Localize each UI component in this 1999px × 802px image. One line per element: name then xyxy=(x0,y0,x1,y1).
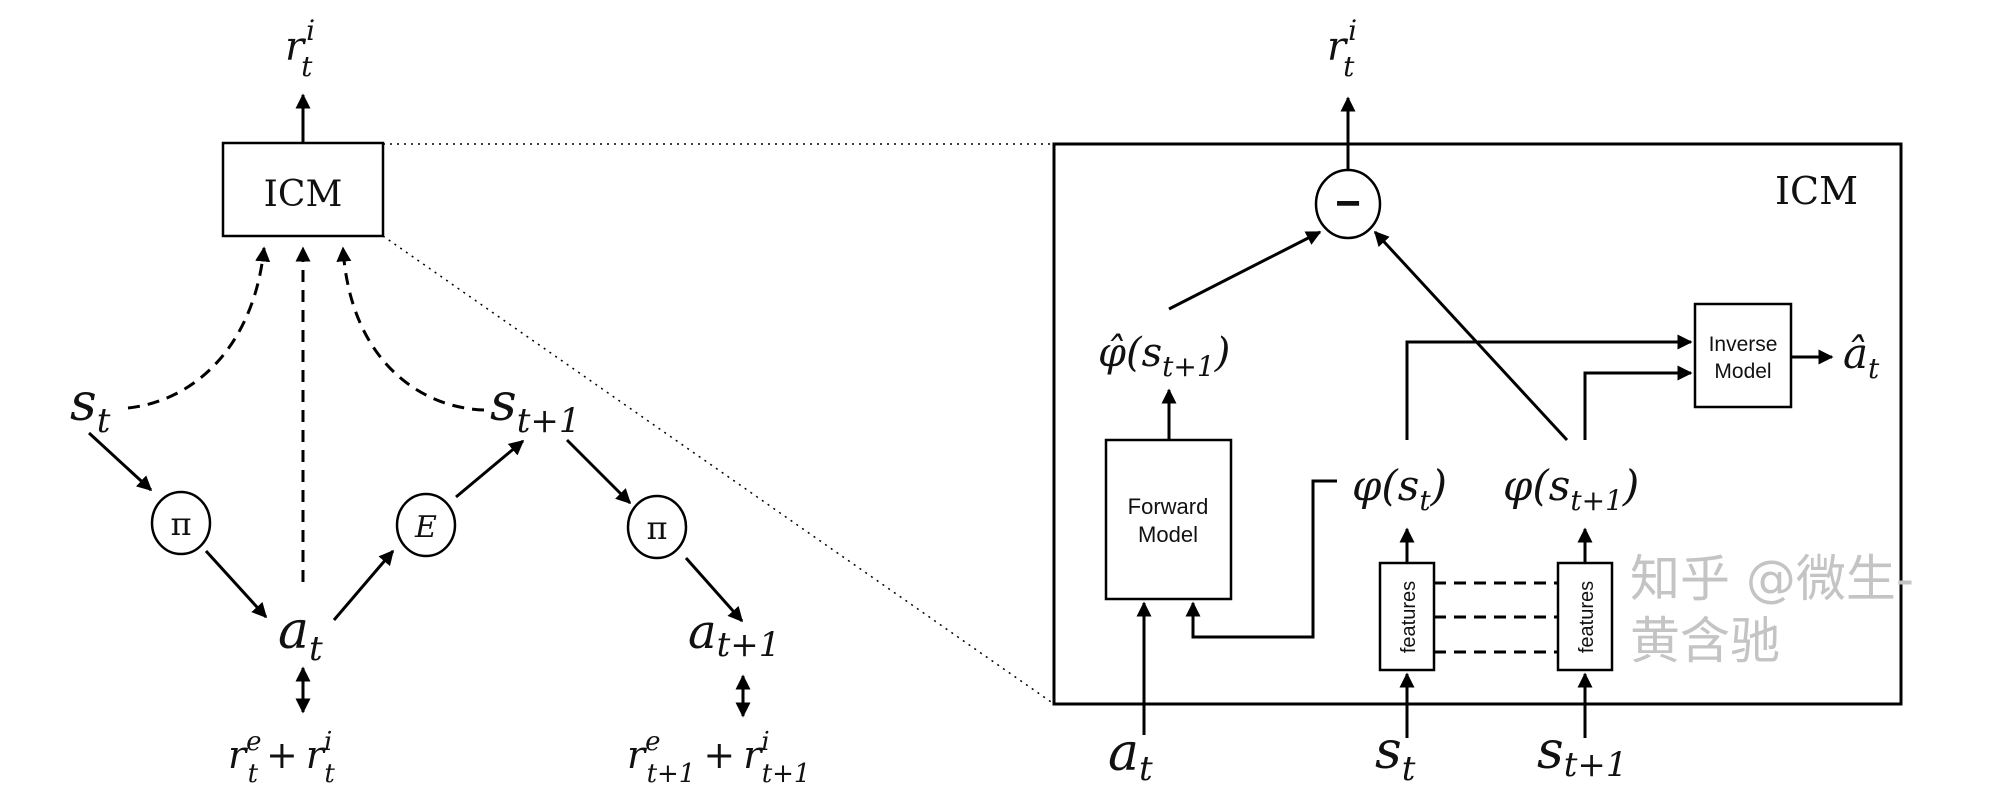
pi-symbol-1: π xyxy=(170,505,191,543)
right-s-t1-label: st+1 xyxy=(1537,721,1627,785)
phi-hat-to-minus-arrow xyxy=(1168,230,1322,311)
icm-box xyxy=(221,141,385,238)
policy-to-at1-arrow xyxy=(684,557,744,623)
forward-model-label-2: Model xyxy=(1138,522,1198,547)
left-s-t-label: st xyxy=(70,373,111,441)
subtract-node xyxy=(1314,168,1382,240)
phi-st-to-inverse-arrow xyxy=(1405,334,1693,440)
policy-node-1 xyxy=(150,490,212,556)
st1-to-policy-arrow xyxy=(565,438,632,505)
at-to-env-arrow xyxy=(332,549,395,621)
a-hat-label: ât xyxy=(1843,329,1880,385)
st-to-icm-dashed-arrow xyxy=(127,246,271,410)
forward-model-box xyxy=(1104,438,1233,601)
icm-detail-frame xyxy=(1052,142,1903,706)
phi-st1-to-minus-arrow xyxy=(1373,230,1569,442)
policy-to-at-arrow xyxy=(204,549,268,619)
phi-st-to-forward-arrow xyxy=(1185,479,1337,639)
right-s-t-label: st xyxy=(1375,721,1416,789)
left-a-t1-label: at+1 xyxy=(688,604,780,665)
watermark: 知乎 @微生-黄含驰 xyxy=(1630,550,1914,670)
features-label-2: features xyxy=(1576,581,1598,653)
left-a-t-label: at xyxy=(278,601,323,669)
inverse-model-label-1: Inverse xyxy=(1709,333,1778,356)
minus-symbol: − xyxy=(1335,179,1361,228)
pi-symbol-2: π xyxy=(646,509,667,547)
phi-st-label: φ(st) xyxy=(1352,461,1447,517)
phi-hat-label: φ̂(st+1) xyxy=(1098,330,1230,383)
right-a-t-label: at xyxy=(1108,723,1153,789)
icm-detail-title: ICM xyxy=(1775,169,1858,213)
st1-to-icm-dashed-arrow xyxy=(336,246,485,412)
inverse-model-label-2: Model xyxy=(1714,360,1771,383)
env-to-st1-arrow xyxy=(455,439,525,499)
inverse-model-box xyxy=(1693,302,1793,409)
features-label-1: features xyxy=(1398,581,1420,653)
phi-st1-label: φ(st+1) xyxy=(1503,461,1639,517)
st-to-policy-arrow xyxy=(87,431,153,492)
environment-node xyxy=(395,492,457,558)
icm-box-label: ICM xyxy=(264,174,343,215)
policy-node-2 xyxy=(626,494,688,560)
left-s-t1-label: st+1 xyxy=(490,373,580,441)
phi-st1-to-inverse-arrow xyxy=(1583,365,1693,440)
env-symbol: E xyxy=(414,510,437,545)
forward-model-label-1: Forward xyxy=(1128,494,1209,519)
